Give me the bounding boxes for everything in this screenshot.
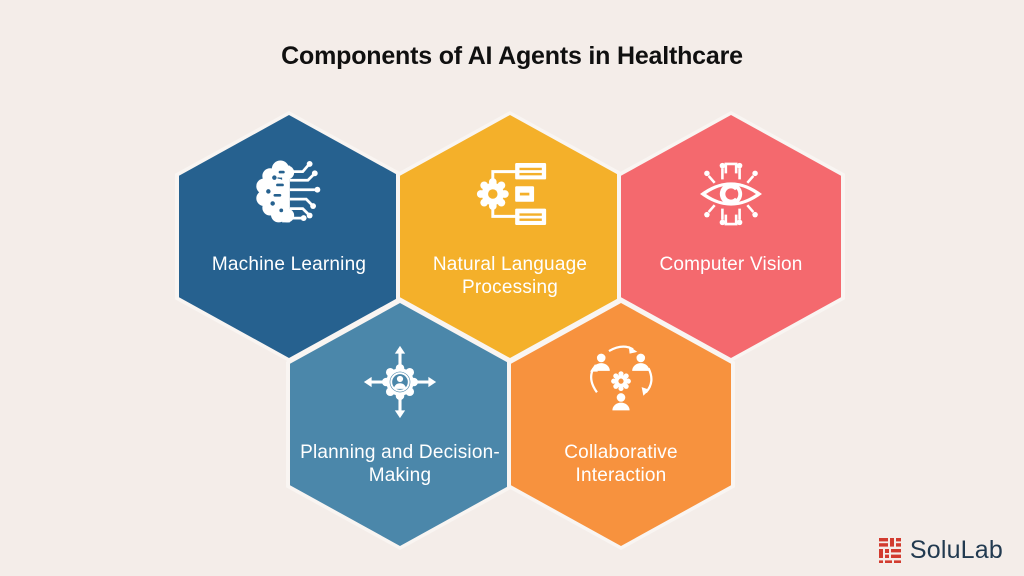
hexagon-machine-learning-label: Machine Learning: [211, 254, 367, 275]
solulab-logo: SoluLab: [878, 536, 1003, 565]
hexagon-planning-label: Planning and Decision-Making: [300, 442, 500, 486]
hexagon-collaborative-label: Collaborative Interaction: [564, 442, 678, 486]
circuit-eye-icon: [700, 162, 762, 226]
hexagon-collaborative: Collaborative Interaction: [507, 299, 735, 550]
hexagon-nlp: Natural Language Processing: [396, 111, 624, 362]
page-title: Components of AI Agents in Healthcare: [281, 42, 743, 70]
hexagon-nlp-label: Natural Language Processing: [432, 254, 588, 298]
people-gear-cycle-icon: [590, 345, 653, 411]
hexagon-computer-vision: Computer Vision: [617, 111, 845, 362]
brain-circuit-icon: [256, 160, 321, 223]
hexagon-computer-vision-fill: Computer Vision: [621, 115, 841, 358]
gear-person-arrows-icon: [363, 345, 437, 419]
hexagon-planning: Planning and Decision-Making: [286, 299, 514, 550]
gear-flowchart-icon: [476, 163, 547, 225]
hexagon-computer-vision-label: Computer Vision: [659, 254, 803, 275]
hexagon-collaborative-fill: Collaborative Interaction: [511, 303, 731, 546]
solulab-logo-text: SoluLab: [909, 536, 1003, 564]
solulab-stamp-icon: [878, 538, 901, 563]
